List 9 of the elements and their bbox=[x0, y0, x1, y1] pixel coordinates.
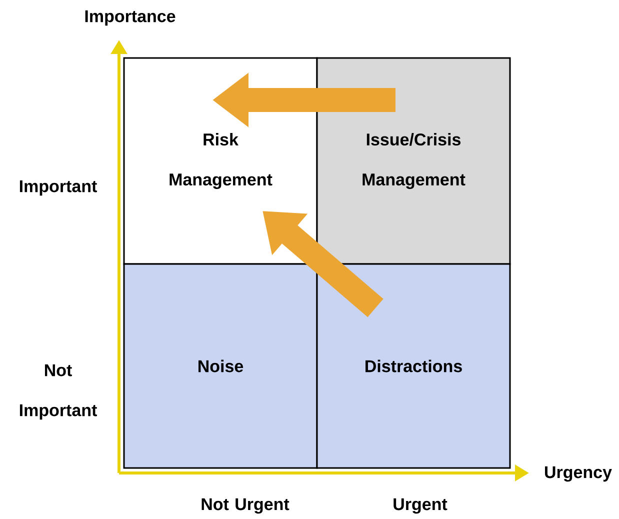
quadrant-box: Distractions bbox=[316, 263, 511, 469]
axis-label: Important bbox=[20, 180, 97, 196]
axis-label: Importance bbox=[85, 10, 176, 26]
axis-label: Not Urgent bbox=[202, 498, 290, 514]
quadrant-box: Issue/Crisis Management bbox=[316, 57, 511, 265]
axis-label: Urgent bbox=[394, 498, 448, 514]
axis-label: Not Important bbox=[20, 364, 97, 420]
quadrant-box: Noise bbox=[123, 263, 318, 469]
axis-label: Urgency bbox=[545, 466, 612, 482]
